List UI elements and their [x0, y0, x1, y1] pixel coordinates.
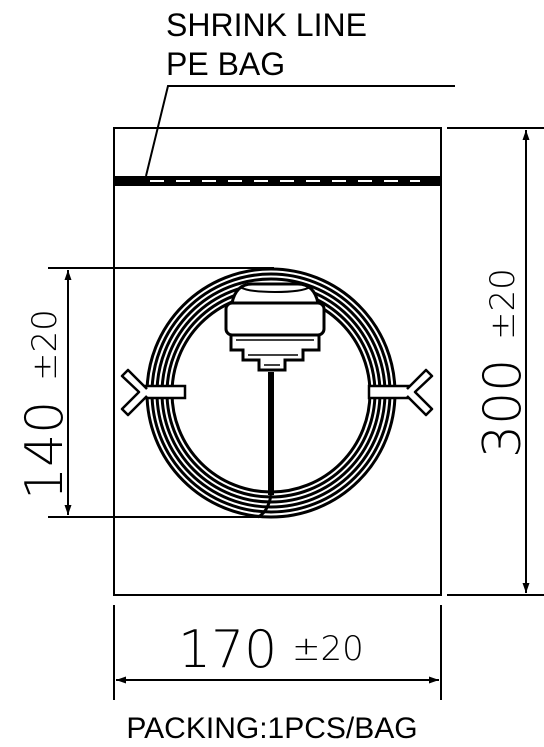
width-dimension: 170 ±20 [113, 605, 442, 700]
coil-diameter-dimension: 140 ±20 [15, 267, 274, 518]
width-value: 170 [178, 620, 277, 680]
coil-diameter-tolerance: ±20 [25, 309, 65, 381]
shrink-line [114, 176, 441, 186]
shrink-line-label: SHRINK LINE [166, 7, 367, 43]
height-value: 300 [473, 359, 533, 458]
height-dimension: 300 ±20 [447, 127, 544, 596]
height-tolerance: ±20 [483, 268, 523, 340]
packing-label: PACKING:1PCS/BAG [126, 712, 417, 745]
connector [224, 282, 326, 372]
coil-diameter-value: 140 [15, 401, 75, 500]
pe-bag-outline [113, 127, 442, 596]
cable-tie-left [120, 368, 187, 417]
pe-bag-label: PE BAG [166, 46, 285, 82]
cable-tie-right [367, 368, 434, 417]
width-tolerance: ±20 [292, 629, 364, 669]
leader-line [145, 85, 455, 177]
